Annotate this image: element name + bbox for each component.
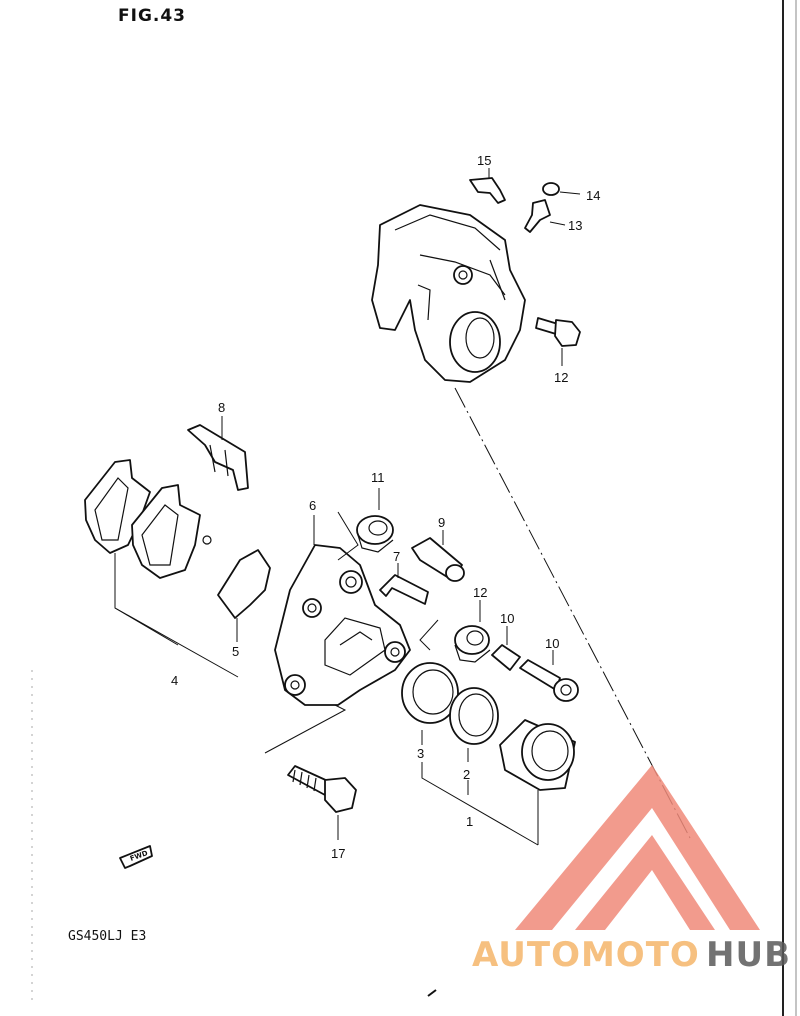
part-12-boot-lower [419, 600, 491, 663]
part-13-mounting-bolt [535, 317, 581, 366]
stray-mark [427, 989, 437, 997]
label-2: 2 [463, 767, 470, 782]
label-15: 14 [586, 188, 600, 203]
label-1: 1 [466, 814, 473, 829]
part-12-boot-upper [356, 488, 394, 553]
label-12b: 12 [473, 585, 487, 600]
label-13: 12 [554, 370, 568, 385]
part-8-pad-retainer [187, 416, 249, 491]
part-1-piston [421, 719, 576, 846]
part-3-dust-seal [401, 662, 459, 745]
label-7: 7 [393, 549, 400, 564]
figure-title: FIG.43 [118, 6, 186, 26]
part-7-pin-clip [379, 563, 429, 605]
assembly-leader-line [454, 387, 691, 839]
part-5-shim [217, 549, 271, 642]
label-5: 5 [232, 644, 239, 659]
label-10: 10 [545, 636, 559, 651]
part-4-brake-pads [84, 459, 239, 678]
label-16: 15 [477, 153, 491, 168]
label-14: 13 [568, 218, 582, 233]
label-9: 9 [438, 515, 445, 530]
label-12a: 11 [371, 470, 385, 485]
label-11: 10 [500, 611, 514, 626]
watermark-text-automoto: AUTOMOTO [472, 935, 700, 975]
watermark-triangle-inner [575, 835, 715, 930]
caliper-bracket-assembly [371, 204, 526, 383]
label-17: 17 [331, 846, 345, 861]
fwd-arrow: FWD [119, 845, 153, 869]
label-3: 3 [417, 746, 424, 761]
part-14-bleeder-valve [524, 199, 566, 233]
part-11-sleeve [491, 626, 521, 671]
part-6-caliper-body [274, 511, 411, 706]
model-code: GS450LJ E3 [68, 929, 146, 944]
part-17-bolt [264, 704, 357, 840]
part-15-bleeder-cap [542, 182, 581, 196]
label-6: 6 [309, 498, 316, 513]
watermark-logo: AUTOMOTO HUB [472, 765, 791, 975]
watermark-text-hub: HUB [706, 935, 791, 975]
part-2-piston-seal [449, 687, 499, 762]
watermark-triangle-outer [515, 765, 760, 930]
label-8: 8 [218, 400, 225, 415]
part-16-pad-spring [469, 168, 506, 204]
label-4: 4 [171, 673, 178, 688]
part-10-slide-pin [519, 650, 579, 702]
part-9-sleeve [411, 530, 465, 582]
